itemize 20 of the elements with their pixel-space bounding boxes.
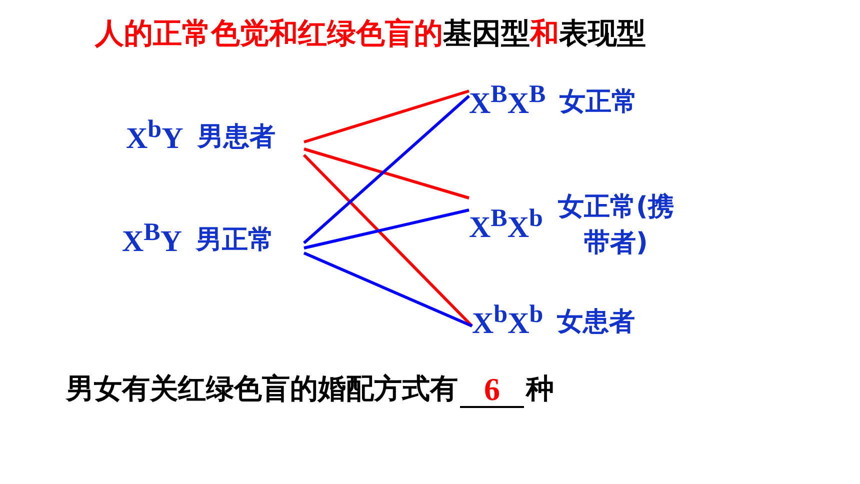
genotype-label: X$^{B}$X$^{B}$ bbox=[469, 81, 546, 121]
connector-line bbox=[303, 94, 470, 244]
title: 人的正常色觉和红绿色盲的基因型和表现型 bbox=[95, 15, 646, 52]
genotype-label: X$^{b}$Y bbox=[126, 116, 184, 156]
connector-line bbox=[303, 252, 473, 328]
connector-line bbox=[304, 90, 470, 144]
answer-blank: 6 bbox=[460, 372, 524, 408]
question-text: 种 bbox=[526, 371, 554, 407]
connector-line bbox=[304, 148, 470, 200]
question-text: 男女有关红绿色盲的婚配方式有 bbox=[66, 371, 458, 407]
genotype-label: X$^{B}$Y bbox=[122, 219, 182, 259]
phenotype-label: 女正常 bbox=[560, 86, 638, 118]
connector-line bbox=[304, 208, 470, 250]
connector-line bbox=[302, 154, 474, 328]
phenotype-label: 男患者 bbox=[197, 120, 276, 154]
phenotype-label: 女正常(携带者) bbox=[556, 190, 675, 260]
genotype-label: X$^{b}$X$^{b}$ bbox=[472, 301, 544, 341]
phenotype-label: 男正常 bbox=[196, 224, 274, 256]
phenotype-label: 女患者 bbox=[557, 306, 636, 338]
genotype-label: X$^{B}$X$^{b}$ bbox=[469, 205, 543, 245]
